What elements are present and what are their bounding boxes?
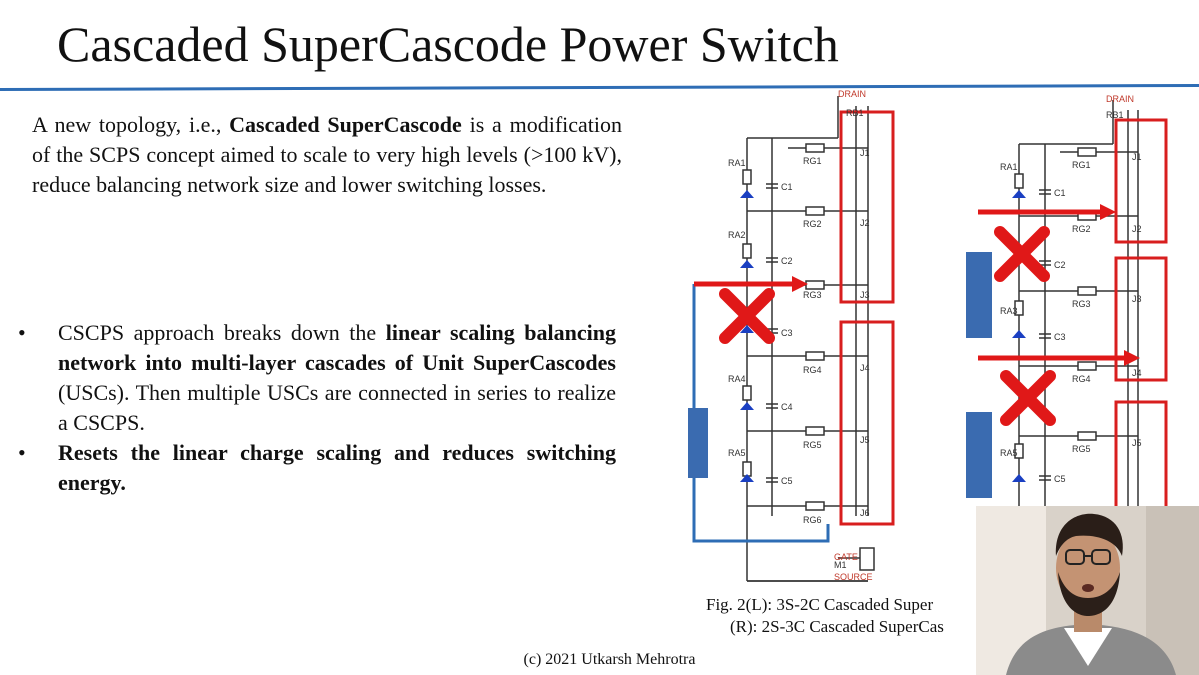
label-j6: J6 — [860, 508, 870, 518]
caption-line-2: (R): 2S-3C Cascaded SuperCas — [730, 617, 944, 636]
right-circuit — [1014, 100, 1139, 506]
balancing-block — [688, 408, 708, 478]
bullet-text: CSCPS approach breaks down the — [58, 320, 386, 345]
label-ra5: RA5 — [728, 448, 746, 458]
usc-box-3 — [1114, 118, 1168, 244]
label-ra4: RA4 — [728, 374, 746, 384]
bullet-marker: • — [18, 320, 26, 345]
label-rb1-r: RB1 — [1106, 110, 1124, 120]
label-c2: C2 — [781, 256, 793, 266]
bullet-item: • CSCPS approach breaks down the linear s… — [18, 318, 616, 438]
bullet-marker: • — [18, 440, 26, 465]
left-circuit — [742, 96, 875, 582]
slide-title: Cascaded SuperCascode Power Switch — [57, 16, 839, 72]
presenter-webcam — [976, 506, 1199, 675]
figure-caption: Fig. 2(L): 3S-2C Cascaded Super (R): 2S-… — [706, 594, 1006, 638]
bullet-bold: linear scaling balancing network into mu… — [58, 320, 616, 375]
bullet-list: • CSCPS approach breaks down the linear s… — [18, 318, 616, 498]
label-rg6: RG6 — [803, 515, 822, 525]
label-source: SOURCE — [834, 572, 873, 582]
label-c1-r: C1 — [1054, 188, 1066, 198]
copyright-footer: (c) 2021 Utkarsh Mehrotra — [523, 651, 696, 668]
label-m1: M1 — [834, 560, 847, 570]
usc-box-2 — [839, 320, 895, 526]
label-rg4: RG4 — [803, 365, 822, 375]
label-rg1-r: RG1 — [1072, 160, 1091, 170]
label-j4-r: J4 — [1132, 368, 1142, 378]
label-j3-r: J3 — [1132, 294, 1142, 304]
label-j1-r: J1 — [1132, 152, 1142, 162]
label-j5-r: J5 — [1132, 438, 1142, 448]
usc-box-5 — [1114, 400, 1168, 514]
intro-text-1: A new topology, i.e., — [32, 112, 230, 137]
label-c3-r: C3 — [1054, 332, 1066, 342]
label-c4: C4 — [781, 402, 793, 412]
presenter-video — [976, 506, 1199, 675]
intro-paragraph: A new topology, i.e., Cascaded SuperCasc… — [32, 110, 622, 200]
left-diodes — [740, 190, 754, 482]
label-rb1: RB1 — [846, 108, 864, 118]
label-rg1: RG1 — [803, 156, 822, 166]
label-j5: J5 — [860, 435, 870, 445]
right-diodes — [1012, 190, 1026, 482]
label-gate: GATE — [834, 552, 858, 562]
label-c1: C1 — [781, 182, 793, 192]
label-c5: C5 — [781, 476, 793, 486]
label-ra1-r: RA1 — [1000, 162, 1018, 172]
label-drain-r: DRAIN — [1106, 94, 1134, 104]
caption-line-1: Fig. 2(L): 3S-2C Cascaded Super — [706, 595, 934, 614]
label-ra2: RA2 — [728, 230, 746, 240]
bullet-text: (USCs). Then multiple USCs are connected… — [58, 380, 616, 435]
label-j2-r: J2 — [1132, 224, 1142, 234]
title-underline — [0, 84, 1199, 91]
label-c2-r: C2 — [1054, 260, 1066, 270]
label-j1: J1 — [860, 148, 870, 158]
label-rg3: RG3 — [803, 290, 822, 300]
label-c5-r: C5 — [1054, 474, 1066, 484]
label-ra3-r: RA3 — [1000, 306, 1018, 316]
label-rg4-r: RG4 — [1072, 374, 1091, 384]
label-rg2-r: RG2 — [1072, 224, 1091, 234]
intro-bold: Cascaded SuperCascode — [229, 112, 462, 137]
label-rg3-r: RG3 — [1072, 299, 1091, 309]
label-ra5-r: RA5 — [1000, 448, 1018, 458]
label-j3: J3 — [860, 290, 870, 300]
usc-box-4 — [1114, 256, 1168, 382]
label-j4: J4 — [860, 363, 870, 373]
balancing-block-3 — [966, 412, 992, 498]
circuit-figure: DRAIN RB1 RG1 RG2 RG3 RG4 RG5 RG6 J1 J2 … — [688, 89, 1168, 582]
label-c3: C3 — [781, 328, 793, 338]
bullet-item: • Resets the linear charge scaling and re… — [18, 438, 616, 498]
label-drain: DRAIN — [838, 89, 866, 99]
intro-text-2: is a modification of the SCPS concept ai… — [32, 112, 623, 197]
label-ra1: RA1 — [728, 158, 746, 168]
label-j2: J2 — [860, 218, 870, 228]
label-rg5-r: RG5 — [1072, 444, 1091, 454]
label-rg2: RG2 — [803, 219, 822, 229]
bullet-bold: Resets the linear charge scaling and red… — [58, 440, 616, 495]
label-rg5: RG5 — [803, 440, 822, 450]
usc-box-1 — [839, 110, 895, 304]
balancing-block-2 — [966, 252, 992, 338]
